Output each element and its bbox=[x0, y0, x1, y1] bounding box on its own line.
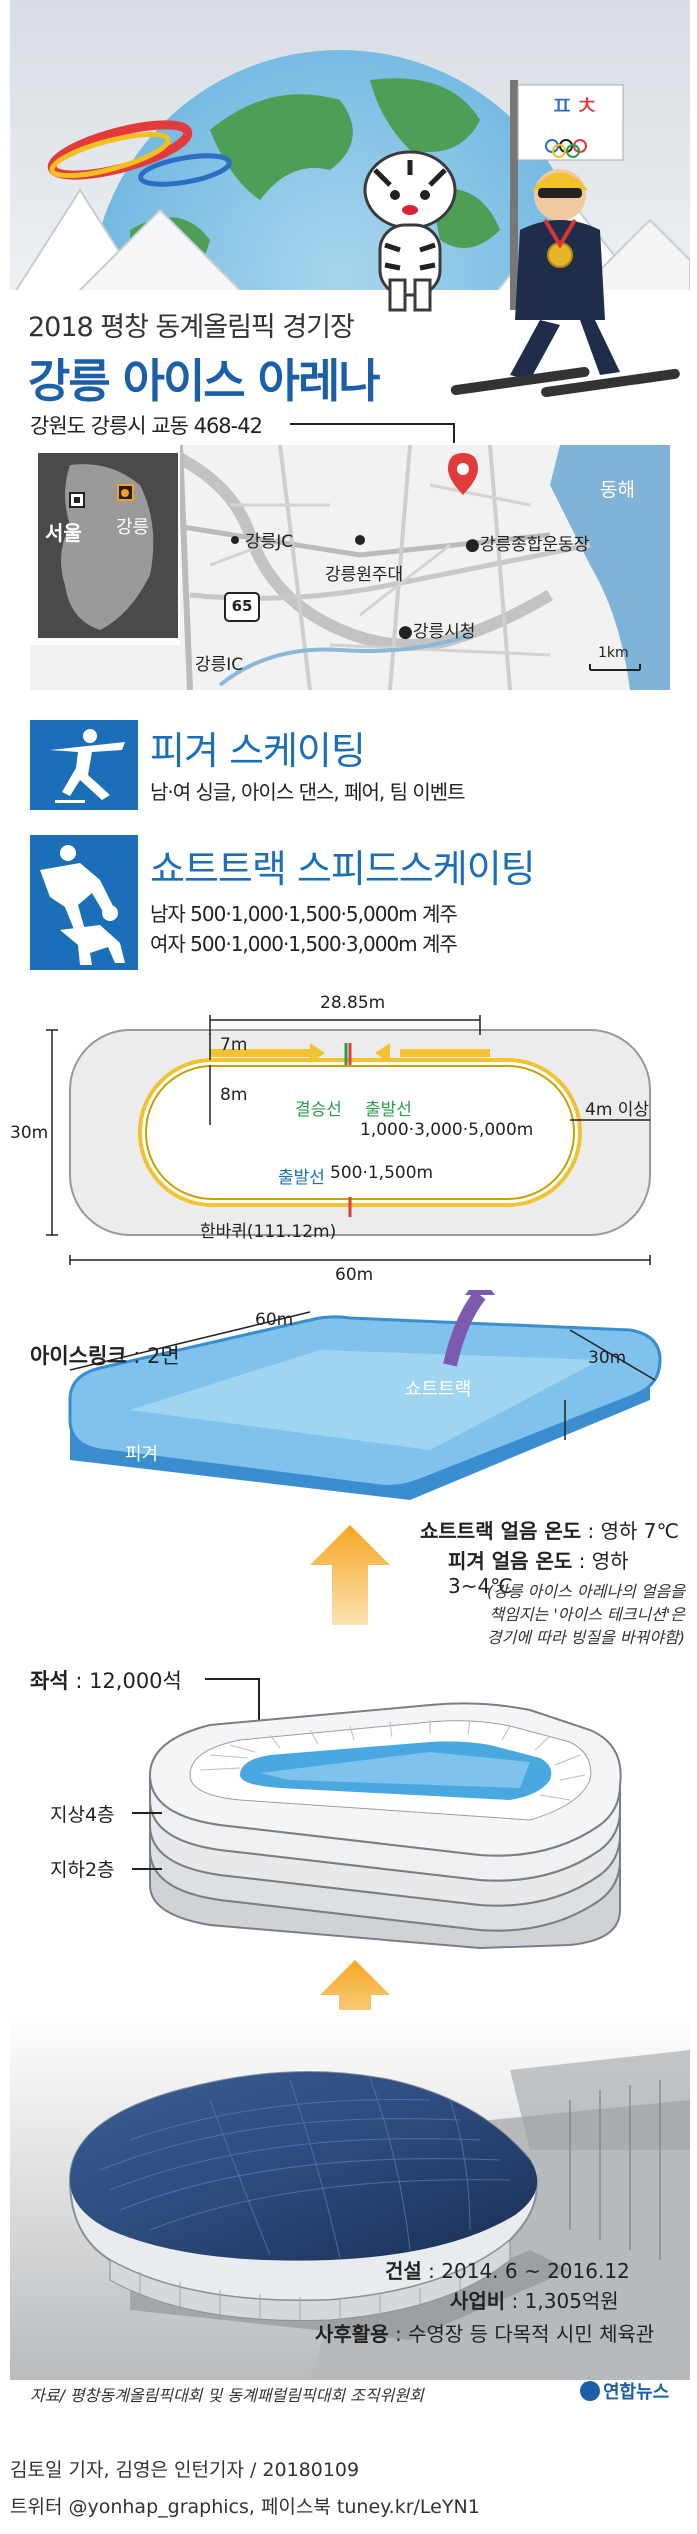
ice-rink-shorttrack-label: 쇼트트랙 bbox=[405, 1379, 472, 1400]
ice-technician-note: (강릉 아이스 아레나의 얼음을 책임지는 '아이스 테크니션'은 경기에 따라… bbox=[430, 1580, 685, 1649]
construction-value: : 2014. 6 ~ 2016.12 bbox=[421, 2259, 630, 2283]
temp-shorttrack: 쇼트트랙 얼음 온도 : 영하 7℃ bbox=[420, 1515, 679, 1544]
address-leader-line-v bbox=[453, 423, 455, 443]
rink-height-30m: 30m bbox=[10, 1123, 49, 1143]
map-highway-number: 65 bbox=[231, 597, 253, 615]
ice-rink-illustration: 아이스링크 : 2면 60m 30m 쇼트트랙 피겨 bbox=[10, 1275, 690, 1550]
map-label-stadium: ●강릉종합운동장 bbox=[465, 535, 590, 555]
rink-straight-length: 28.85m bbox=[320, 993, 386, 1013]
address-leader-line bbox=[290, 423, 455, 425]
temp-figure-value: : 영하 3~4℃ bbox=[448, 1549, 629, 1598]
temp-figure: 피겨 얼음 온도 : 영하 3~4℃ bbox=[448, 1545, 690, 1598]
after-use-value: : 수영장 등 다목적 시민 체육관 bbox=[388, 2322, 655, 2346]
map-label-cityhall: ●강릉시청 bbox=[398, 622, 476, 642]
map-label-jc: 강릉JC bbox=[245, 532, 294, 552]
svg-text:ㅊ: ㅊ bbox=[575, 92, 599, 122]
floors-leader-line bbox=[132, 1812, 162, 1814]
ice-rink-width: 30m bbox=[588, 1348, 627, 1368]
floors-above: 지상4층 bbox=[50, 1804, 115, 1826]
rink-gap-8m: 8m bbox=[220, 1085, 248, 1105]
svg-text:ㅍ: ㅍ bbox=[550, 92, 574, 122]
note-line-1: (강릉 아이스 아레나의 얼음을 bbox=[486, 1582, 685, 1601]
sport-name-shorttrack: 쇼트트랙 스피드스케이팅 bbox=[150, 847, 536, 891]
building-construction: 건설 : 2014. 6 ~ 2016.12 bbox=[385, 2255, 630, 2284]
arena-cutaway bbox=[130, 1700, 630, 1950]
arena-aerial-view bbox=[10, 2010, 690, 2380]
infographic-card: ㅍ ㅊ 2018 평창 동계올림픽 경기장 강릉 아이스 아레나 강원도 bbox=[10, 0, 690, 2420]
rink-bottom-distances: 500·1,500m bbox=[330, 1163, 434, 1183]
map-label-sea: 동해 bbox=[600, 479, 635, 501]
rink-lap: 한바퀴(111.12m) bbox=[200, 1222, 337, 1242]
map-label-univ: 강릉원주대 bbox=[325, 565, 404, 585]
credits-line-1: 김토일 기자, 김영은 인턴기자 / 20180109 bbox=[10, 2459, 360, 2481]
short-track-icon bbox=[30, 835, 138, 970]
up-arrow-2 bbox=[320, 1960, 390, 2045]
map-label-gangneung-inset: 강릉 bbox=[116, 517, 150, 538]
sport-detail-shorttrack-men: 남자 500·1,000·1,500·5,000m 계주 bbox=[150, 902, 458, 926]
page-title: 강릉 아이스 아레나 bbox=[28, 354, 381, 408]
rink-total-width: 60m bbox=[335, 1265, 374, 1285]
address-text: 강원도 강릉시 교동 468-42 bbox=[30, 414, 263, 438]
ice-rink-figure-label: 피겨 bbox=[125, 1444, 159, 1465]
building-after-use: 사후활용 : 수영장 등 다목적 시민 체육관 bbox=[315, 2318, 654, 2347]
yonhap-logo-mark bbox=[580, 2381, 600, 2401]
ice-rink-count-label: 아이스링크 : 2면 bbox=[30, 1340, 180, 1370]
after-use-label: 사후활용 bbox=[315, 2322, 389, 2346]
ice-rink-label: 아이스링크 bbox=[30, 1344, 127, 1368]
credits-line-2: 트위터 @yonhap_graphics, 페이스북 tuney.kr/LeYN… bbox=[10, 2496, 480, 2518]
seat-label: 좌석 bbox=[30, 1669, 69, 1693]
floors-below: 지하2층 bbox=[50, 1859, 115, 1881]
seat-leader-line bbox=[205, 1678, 260, 1680]
figure-skating-icon bbox=[30, 720, 138, 810]
seat-count: : 12,000석 bbox=[68, 1669, 182, 1693]
ice-rink-count: : 2면 bbox=[126, 1344, 180, 1368]
rink-start-line-top: 출발선 bbox=[365, 1100, 412, 1120]
floors-leader-line-2 bbox=[132, 1868, 162, 1870]
temp-shorttrack-label: 쇼트트랙 얼음 온도 bbox=[420, 1519, 582, 1543]
construction-label: 건설 bbox=[385, 2259, 422, 2283]
sport-detail-figure: 남·여 싱글, 아이스 댄스, 페어, 팀 이벤트 bbox=[150, 780, 466, 804]
location-map: 서울 강릉 동해 강릉JC 강릉원주대 ●강릉종합운동장 ●강릉시청 강릉IC … bbox=[30, 445, 670, 690]
cost-value: : 1,305억원 bbox=[505, 2289, 619, 2313]
rink-dimension-diagram: 28.85m 7m 8m 30m 결승선 출발선 1,000·3,000·5,0… bbox=[10, 985, 690, 1285]
rink-top-distances: 1,000·3,000·5,000m bbox=[360, 1120, 534, 1140]
yonhap-logo-text: 연합뉴스 bbox=[603, 2382, 670, 2403]
rink-finish-line: 결승선 bbox=[295, 1100, 342, 1120]
seat-count-label: 좌석 : 12,000석 bbox=[30, 1665, 182, 1695]
rink-start-line-bottom: 출발선 bbox=[278, 1168, 325, 1188]
seat-leader-line-v bbox=[258, 1678, 260, 1733]
sport-detail-shorttrack-women: 여자 500·1,000·1,500·3,000m 계주 bbox=[150, 932, 458, 956]
building-cost: 사업비 : 1,305억원 bbox=[450, 2285, 619, 2314]
source-text: 자료/ 평창동계올림픽대회 및 동계패럴림픽대회 조직위원회 bbox=[30, 2386, 424, 2405]
note-line-2: 책임지는 '아이스 테크니션'은 bbox=[489, 1605, 685, 1624]
rink-gap-7m: 7m bbox=[220, 1035, 248, 1055]
note-line-3: 경기에 따라 빙질을 바꿔야함) bbox=[486, 1628, 685, 1647]
map-scale-label: 1km bbox=[598, 645, 629, 661]
yonhap-logo: 연합뉴스 bbox=[580, 2378, 669, 2404]
map-label-seoul: 서울 bbox=[45, 521, 82, 545]
sport-name-figure: 피겨 스케이팅 bbox=[150, 729, 366, 773]
temp-figure-label: 피겨 얼음 온도 bbox=[448, 1549, 573, 1573]
ice-rink-length: 60m bbox=[255, 1310, 294, 1330]
cost-label: 사업비 bbox=[450, 2289, 506, 2313]
header-subtitle: 2018 평창 동계올림픽 경기장 bbox=[28, 312, 355, 343]
map-label-ic: 강릉IC bbox=[195, 655, 244, 675]
up-arrow-1 bbox=[310, 1525, 390, 1625]
temp-shorttrack-value: : 영하 7℃ bbox=[581, 1519, 679, 1543]
rink-corner: 4m 이상 bbox=[585, 1100, 650, 1120]
